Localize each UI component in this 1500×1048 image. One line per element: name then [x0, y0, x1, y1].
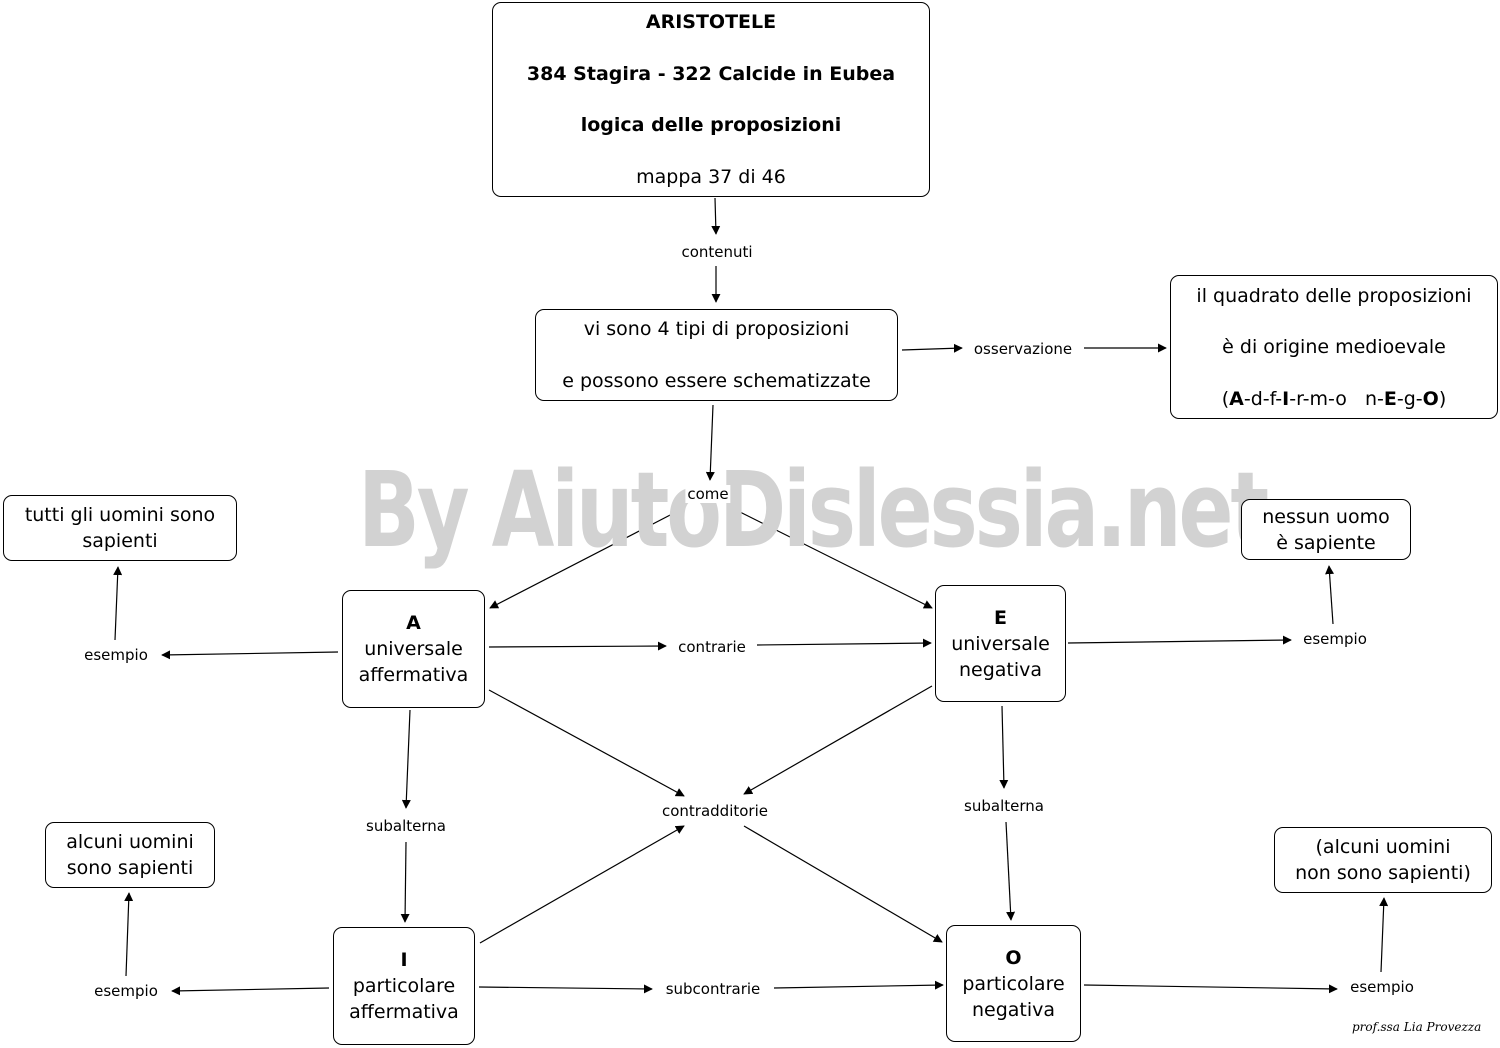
mnemonic-g: -g- — [1396, 387, 1423, 410]
arrow-e-to-contraddittorie — [743, 685, 933, 795]
letter-e: E — [994, 606, 1007, 629]
arrow-o-to-esempio — [1083, 984, 1338, 994]
letter-i: I — [400, 949, 408, 971]
link-osservazione: osservazione — [971, 340, 1075, 358]
title-node: ARISTOTELE 384 Stagira - 322 Calcide in … — [492, 2, 930, 197]
prop-e-line-2: negativa — [958, 658, 1043, 681]
map-number: mappa 37 di 46 — [636, 165, 786, 188]
prop-i-line-1: particolare — [352, 975, 456, 997]
link-esempio-a: esempio — [82, 646, 150, 664]
arrow-esempio-o-to-example — [1379, 897, 1389, 973]
arrow-subcontrarie-to-o — [773, 980, 944, 990]
square-origin-note: il quadrato delle proposizioni è di orig… — [1170, 275, 1498, 419]
arrow-types-to-osservazione — [901, 343, 963, 353]
proposition-e-node: E universale negativa — [935, 585, 1066, 702]
title-aristotele: ARISTOTELE — [645, 11, 777, 34]
mnemonic-rmone: -r-m-o n- — [1289, 387, 1384, 410]
proposition-types-node: vi sono 4 tipi di proposizioni e possono… — [535, 309, 898, 401]
prop-o-line-2: negativa — [971, 998, 1056, 1021]
arrow-come-to-e — [739, 511, 933, 609]
example-a-line-2: sapienti — [82, 530, 158, 552]
example-i-line-2: sono sapienti — [66, 857, 194, 879]
link-subalterna-a: subalterna — [364, 817, 448, 835]
example-e-line-1: nessun uomo — [1262, 505, 1390, 528]
mnemonic-a: A — [1229, 387, 1244, 410]
mnemonic-o: O — [1422, 387, 1439, 410]
link-subalterna-e: subalterna — [962, 797, 1046, 815]
link-contraddittorie: contradditorie — [659, 802, 771, 820]
letter-o: O — [1005, 946, 1022, 969]
mnemonic-i: I — [1282, 387, 1290, 410]
square-line-1: il quadrato delle proposizioni — [1196, 284, 1472, 307]
arrow-contraddittorie-to-o — [743, 825, 943, 943]
arrow-i-to-contraddittorie — [479, 825, 685, 944]
arrow-a-to-contrarie — [488, 641, 667, 651]
proposition-o-node: O particolare negativa — [946, 925, 1081, 1042]
arrow-come-to-a — [489, 511, 677, 609]
mnemonic-e: E — [1383, 387, 1397, 410]
arrow-subalterna-e-to-o — [1005, 821, 1016, 921]
mnemonic-close: ) — [1438, 387, 1447, 410]
link-esempio-i: esempio — [92, 982, 160, 1000]
link-come: come — [685, 485, 731, 503]
proposition-a-node: A universale affermativa — [342, 590, 485, 708]
arrow-subalterna-a-to-i — [400, 841, 410, 923]
link-esempio-e: esempio — [1301, 630, 1369, 648]
link-contenuti: contenuti — [679, 243, 755, 261]
example-e-line-2: è sapiente — [1276, 531, 1376, 554]
prop-a-line-1: universale — [364, 638, 463, 660]
prop-a-line-2: affermativa — [358, 664, 469, 686]
example-o-line-1: (alcuni uomini — [1315, 836, 1451, 858]
author-signature: prof.ssa Lia Provezza — [1352, 1020, 1482, 1034]
example-o-line-2: non sono sapienti) — [1295, 862, 1471, 884]
arrow-header-to-contenuti — [711, 197, 721, 235]
arrow-a-to-contraddittorie — [488, 689, 685, 797]
arrow-types-to-come — [705, 404, 715, 481]
arrow-contrarie-to-e — [756, 638, 932, 648]
letter-a: A — [406, 612, 421, 634]
example-a-line-1: tutti gli uomini sono — [24, 504, 216, 526]
types-line-2: e possono essere schematizzate — [562, 369, 871, 392]
square-line-2: è di origine medioevale — [1222, 336, 1446, 358]
link-contrarie: contrarie — [676, 638, 748, 656]
example-a-node: tutti gli uomini sono sapienti — [3, 495, 237, 561]
example-o-node: (alcuni uomini non sono sapienti) — [1274, 827, 1492, 893]
types-line-1: vi sono 4 tipi di proposizioni — [583, 318, 850, 341]
prop-i-line-2: affermativa — [349, 1001, 459, 1023]
example-i-node: alcuni uomini sono sapienti — [45, 822, 215, 888]
arrow-esempio-e-to-example — [1325, 565, 1335, 625]
mnemonic-open: ( — [1221, 387, 1230, 410]
arrow-i-to-subcontrarie — [478, 984, 653, 994]
mnemonic-dfi: -d-f- — [1243, 387, 1283, 410]
link-subcontrarie: subcontrarie — [663, 980, 763, 998]
arrow-e-to-esempio — [1067, 635, 1292, 645]
watermark: By AiutoDislessia.net — [358, 449, 1269, 571]
arrow-a-to-subalterna — [401, 709, 411, 809]
mnemonic-line: (A-d-f-I-r-m-o n-E-g-O) — [1222, 386, 1447, 412]
proposition-i-node: I particolare affermativa — [333, 927, 475, 1045]
arrow-e-to-subalterna — [999, 705, 1009, 789]
example-e-node: nessun uomo è sapiente — [1241, 499, 1411, 560]
prop-e-line-1: universale — [951, 632, 1050, 655]
title-topic: logica delle proposizioni — [580, 114, 842, 137]
title-dates: 384 Stagira - 322 Calcide in Eubea — [526, 62, 896, 85]
arrow-esempio-i-to-example — [124, 892, 134, 977]
link-esempio-o: esempio — [1348, 978, 1416, 996]
arrow-i-to-esempio — [171, 986, 330, 996]
arrow-esempio-a-to-example — [113, 566, 123, 641]
example-i-line-1: alcuni uomini — [66, 831, 194, 853]
arrow-a-to-esempio — [161, 650, 339, 660]
prop-o-line-1: particolare — [962, 972, 1065, 995]
